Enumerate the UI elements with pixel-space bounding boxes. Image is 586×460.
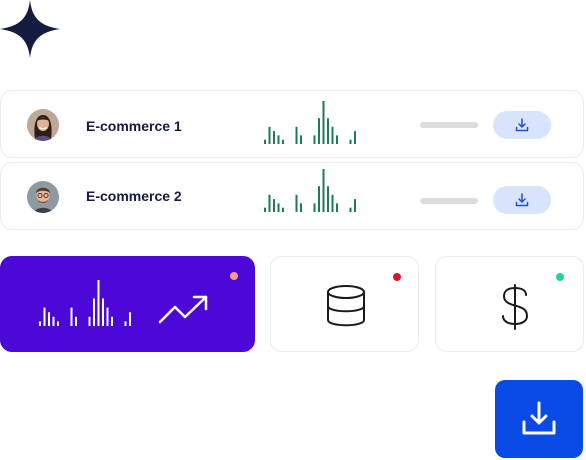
- dollar-card[interactable]: [435, 256, 584, 352]
- download-icon: [515, 193, 529, 207]
- chart-bar: [277, 135, 280, 144]
- mini-bar-chart: [264, 101, 356, 144]
- trend-card[interactable]: [0, 256, 255, 352]
- chart-bar: [336, 135, 338, 144]
- database-card[interactable]: [270, 256, 419, 352]
- chart-bar: [97, 280, 100, 326]
- chart-bar: [327, 186, 329, 212]
- download-button[interactable]: [493, 111, 551, 139]
- chart-bar: [273, 199, 275, 212]
- chart-bar: [43, 307, 46, 326]
- chart-bar: [331, 194, 334, 212]
- chart-bar: [111, 316, 113, 326]
- chart-bar: [322, 101, 325, 144]
- chart-bar: [124, 321, 127, 326]
- dollar-icon: [502, 284, 529, 330]
- chart-bar: [48, 312, 50, 326]
- chart-bar: [273, 131, 275, 144]
- chart-bar: [336, 203, 338, 212]
- download-button[interactable]: [493, 186, 551, 214]
- chart-bar: [300, 203, 302, 212]
- chart-bar: [318, 186, 320, 212]
- chart-bar: [39, 321, 41, 326]
- chart-bar: [282, 139, 284, 144]
- chart-bar: [70, 307, 73, 326]
- placeholder-bar: [420, 122, 478, 128]
- chart-bar: [57, 321, 59, 326]
- chart-bar: [318, 118, 320, 144]
- chart-bar: [264, 139, 266, 144]
- chart-bar: [88, 316, 91, 326]
- chart-bar: [264, 207, 266, 212]
- chart-bar: [129, 312, 131, 326]
- chart-bar: [75, 316, 77, 326]
- chart-bar: [300, 135, 302, 144]
- trending-up-icon: [158, 295, 208, 324]
- avatar: [27, 181, 59, 213]
- download-icon: [522, 401, 556, 435]
- status-dot: [230, 272, 238, 280]
- status-dot: [393, 273, 401, 281]
- chart-bar: [313, 135, 316, 144]
- chart-bar: [102, 298, 104, 326]
- chart-bar: [354, 199, 356, 212]
- chart-bar: [327, 118, 329, 144]
- list-item-ecommerce-1[interactable]: E-commerce 1: [0, 90, 584, 158]
- avatar: [27, 109, 59, 141]
- mini-bar-chart: [264, 169, 356, 212]
- row-title: E-commerce 1: [86, 118, 182, 134]
- chart-bar: [106, 307, 109, 326]
- chart-bar: [277, 203, 280, 212]
- chart-bar: [331, 126, 334, 144]
- chart-bar: [322, 169, 325, 212]
- chart-bar: [268, 194, 271, 212]
- status-dot: [556, 273, 564, 281]
- download-icon: [515, 118, 529, 132]
- row-title: E-commerce 2: [86, 188, 182, 204]
- chart-bar: [354, 131, 356, 144]
- chart-bar: [295, 194, 298, 212]
- sparkle-logo-icon: [0, 0, 60, 58]
- chart-bar: [93, 298, 95, 326]
- database-icon: [327, 285, 365, 327]
- chart-bar: [349, 207, 352, 212]
- list-item-ecommerce-2[interactable]: E-commerce 2: [0, 162, 584, 230]
- chart-bar: [349, 139, 352, 144]
- placeholder-bar: [420, 198, 478, 204]
- chart-bar: [282, 207, 284, 212]
- chart-bar: [295, 126, 298, 144]
- chart-bar: [268, 126, 271, 144]
- download-button-primary[interactable]: [495, 380, 583, 458]
- chart-bar: [52, 316, 55, 326]
- mini-bar-chart: [39, 280, 131, 326]
- chart-bar: [313, 203, 316, 212]
